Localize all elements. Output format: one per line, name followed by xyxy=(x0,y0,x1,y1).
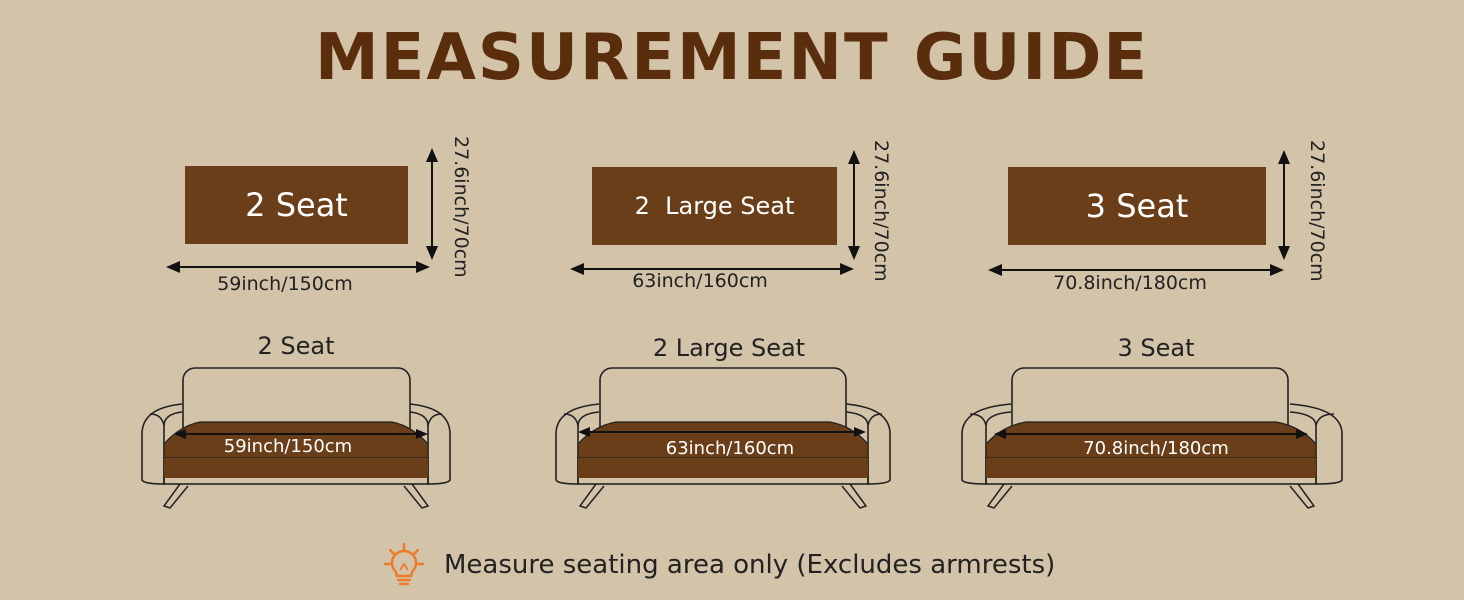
cushion-rectangle: 2 Seat xyxy=(185,166,408,244)
panel-3-seat: 3 Seat 70.8inch/180cm 27.6inch/70cm 3 Se… xyxy=(960,120,1464,540)
cushion-height-label: 27.6inch/70cm xyxy=(1306,140,1328,282)
cushion-rectangle: 2 Large Seat xyxy=(592,167,837,245)
cushion-height-label: 27.6inch/70cm xyxy=(450,136,472,278)
page-title: MEASUREMENT GUIDE xyxy=(314,21,1150,95)
panel-2-large-seat: 2 Large Seat 63inch/160cm 27.6inch/70cm … xyxy=(480,120,960,540)
tip-text: Measure seating area only (Excludes armr… xyxy=(444,550,1056,580)
cushion-width-label: 70.8inch/180cm xyxy=(1053,272,1207,294)
sofa-illustration xyxy=(555,367,891,509)
sofa-width-label: 63inch/160cm xyxy=(665,438,795,459)
panel-2-seat: 2 Seat 59inch/150cm 27.6inch/70cm 2 Seat… xyxy=(0,120,480,540)
sofa-label: 2 Large Seat xyxy=(652,334,806,362)
sofa-label: 3 Seat xyxy=(1117,334,1195,362)
cushion-width-label: 59inch/150cm xyxy=(217,273,353,295)
cushion-rectangle: 3 Seat xyxy=(1008,167,1266,245)
dimension-arrows xyxy=(166,148,438,273)
sofa-width-label: 59inch/150cm xyxy=(223,436,353,457)
lightbulb-icon xyxy=(384,542,424,586)
cushion-width-label: 63inch/160cm xyxy=(632,270,768,292)
sofa-illustration xyxy=(141,367,451,509)
cushion-height-label: 27.6inch/70cm xyxy=(870,140,892,282)
dimension-arrows xyxy=(570,150,860,275)
measurement-tip: Measure seating area only (Excludes armr… xyxy=(384,542,1055,588)
sofa-width-label: 70.8inch/180cm xyxy=(1083,438,1229,459)
sofa-label: 2 Seat xyxy=(257,332,335,360)
dimension-arrows xyxy=(988,150,1290,276)
sofa-illustration xyxy=(961,367,1343,509)
